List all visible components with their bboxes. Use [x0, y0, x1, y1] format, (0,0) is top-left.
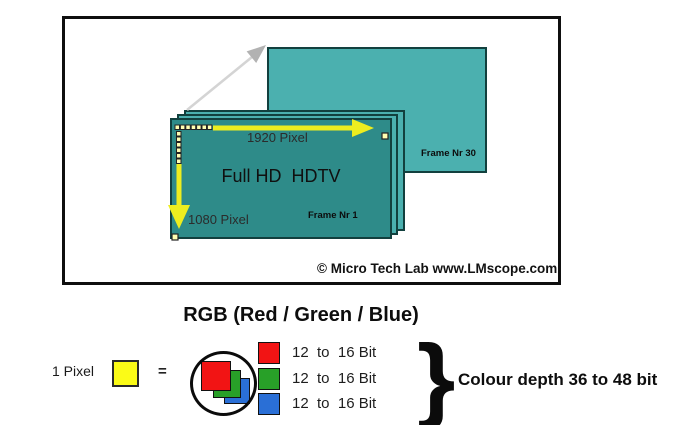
- curly-brace: }: [417, 325, 456, 425]
- red-channel-label: 12 to 16 Bit: [292, 344, 377, 361]
- blue-channel-swatch: [258, 393, 280, 415]
- width-label: 1920 Pixel: [247, 130, 308, 145]
- screen-title: Full HD HDTV: [221, 166, 341, 186]
- copyright-text: © Micro Tech Lab www.LMscope.com: [317, 261, 558, 276]
- rgb-heading: RGB (Red / Green / Blue): [183, 304, 419, 326]
- pixel-composition-circle: [190, 351, 257, 416]
- blue-channel-label: 12 to 16 Bit: [292, 395, 377, 412]
- colour-depth-label: Colour depth 36 to 48 bit: [458, 370, 658, 389]
- one-pixel-label: 1 Pixel: [52, 363, 95, 379]
- frame-1-label: Frame Nr 1: [308, 210, 358, 221]
- yellow-pixel-swatch: [112, 360, 139, 387]
- height-label: 1080 Pixel: [188, 212, 249, 227]
- red-channel-swatch: [258, 342, 280, 364]
- equals-sign: =: [158, 363, 167, 380]
- green-channel-swatch: [258, 368, 280, 390]
- green-channel-label: 12 to 16 Bit: [292, 370, 377, 387]
- video-frame-1: [170, 118, 392, 239]
- frame-30-label: Frame Nr 30: [421, 148, 476, 159]
